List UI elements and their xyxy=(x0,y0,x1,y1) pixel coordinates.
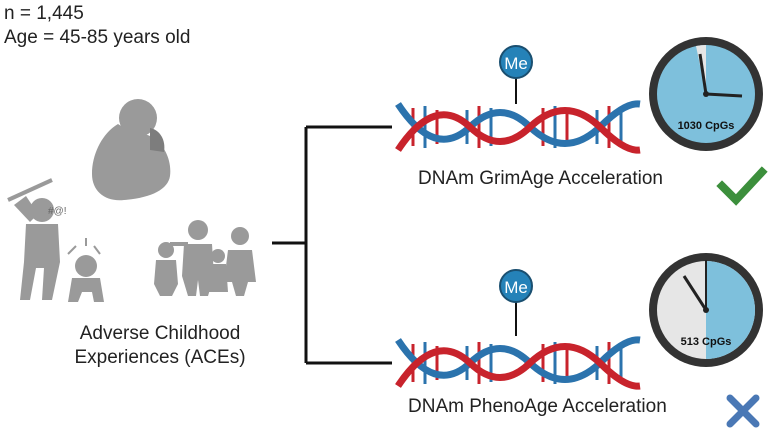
ace-label-line2: Experiences (ACEs) xyxy=(74,347,246,368)
clock-icon-top: 1030 CpGs xyxy=(649,37,763,151)
methyl-marker-top: Me xyxy=(499,45,533,104)
methyl-label-bottom: Me xyxy=(504,278,528,297)
dna-helix-top xyxy=(395,100,641,154)
ace-label: Adverse Childhood Experiences (ACEs) xyxy=(40,322,280,370)
dna-helix-bottom xyxy=(395,336,641,390)
cpg-count-top: 1030 CpGs xyxy=(678,120,735,132)
connector-lines xyxy=(272,125,392,365)
family-icon xyxy=(154,220,256,296)
clock-icon-bottom: 513 CpGs xyxy=(649,253,763,367)
study-info: n = 1,445 Age = 45-85 years old xyxy=(4,2,190,50)
sample-size: n = 1,445 xyxy=(4,3,84,24)
hurt-child-icon xyxy=(67,238,104,302)
grimage-label: DNAm GrimAge Acceleration xyxy=(418,168,663,189)
crouching-child-icon xyxy=(92,99,171,201)
phenoage-label: DNAm PhenoAge Acceleration xyxy=(408,396,667,417)
methyl-label-top: Me xyxy=(504,54,528,73)
x-icon xyxy=(726,394,760,428)
abusive-adult-icon: #@! xyxy=(7,178,67,300)
check-icon xyxy=(716,166,768,206)
age-range: Age = 45-85 years old xyxy=(4,27,191,48)
methyl-marker-bottom: Me xyxy=(499,269,533,336)
cpg-count-bottom: 513 CpGs xyxy=(681,336,732,348)
svg-text:#@!: #@! xyxy=(48,206,67,217)
ace-label-line1: Adverse Childhood xyxy=(79,323,241,344)
